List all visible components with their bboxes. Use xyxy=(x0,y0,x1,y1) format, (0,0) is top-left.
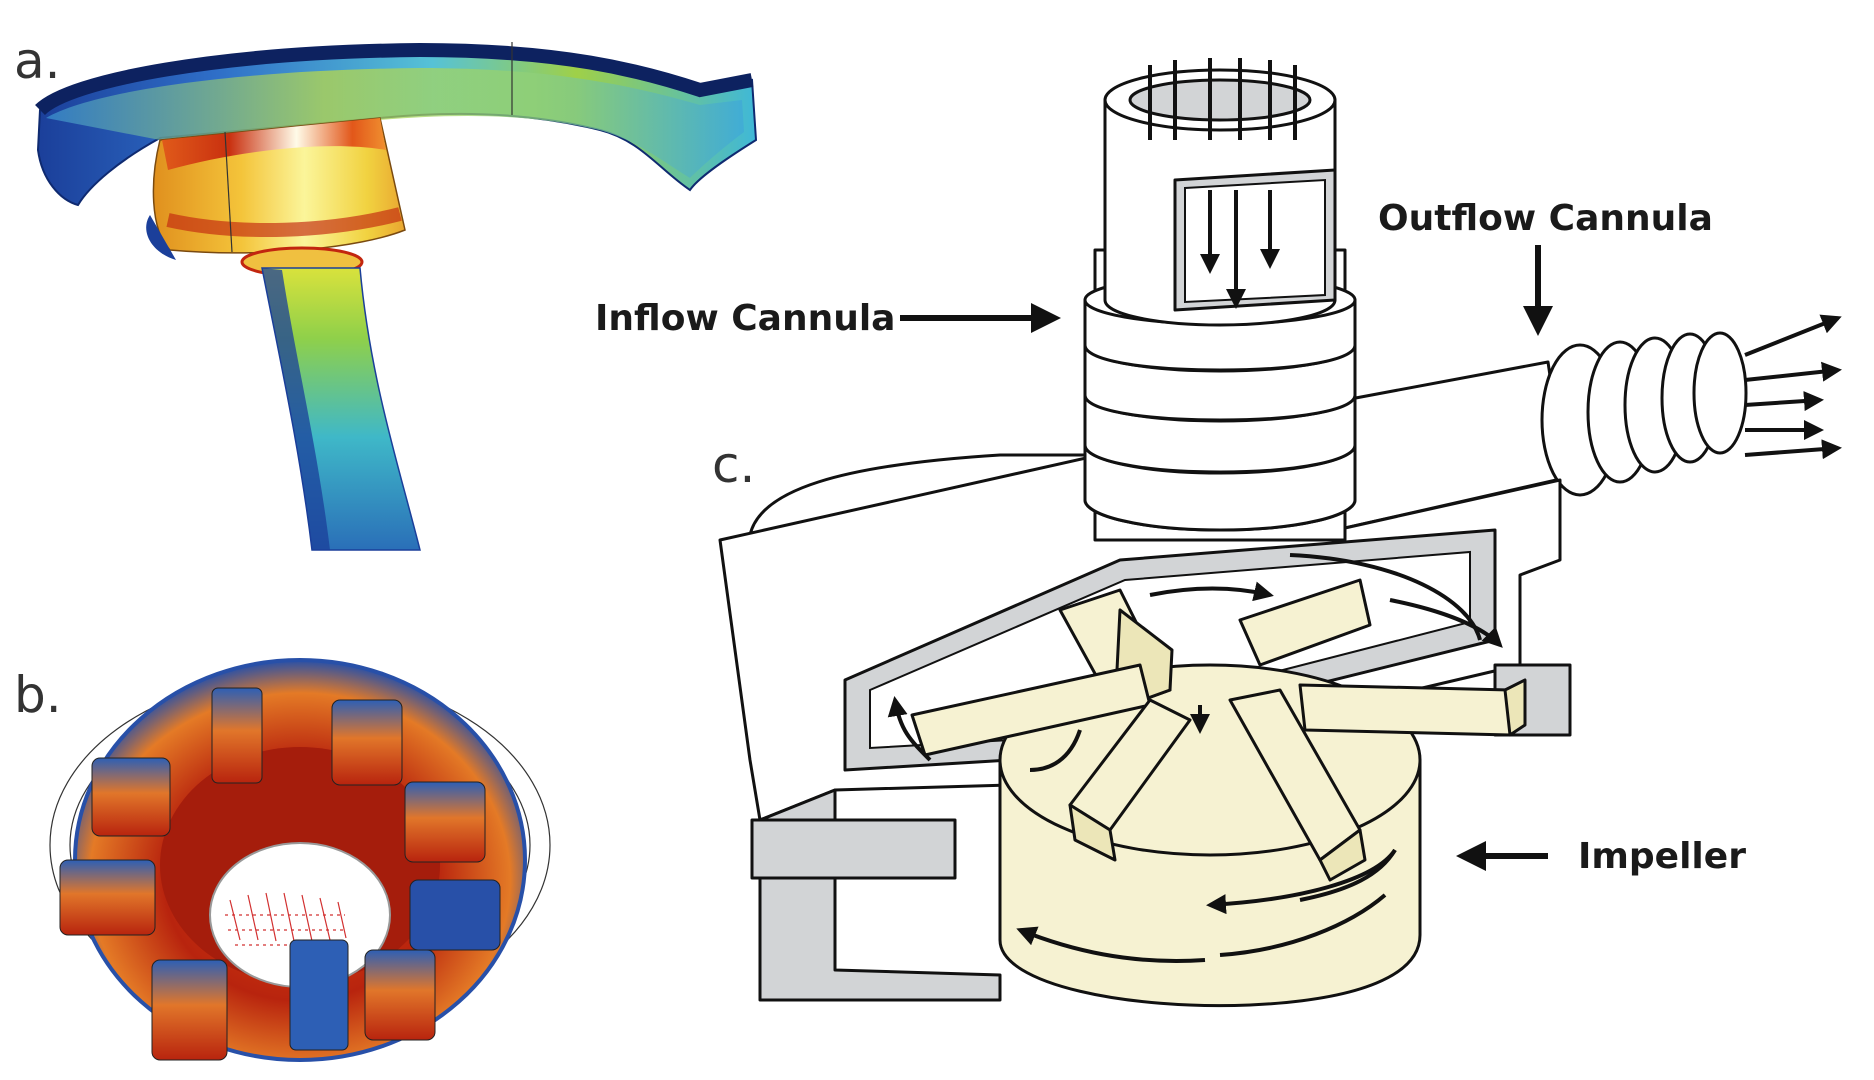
hub-left-shadow xyxy=(146,215,176,260)
outflow-flow-arrows xyxy=(1744,314,1842,460)
internal-flow-arrows xyxy=(887,553,1503,963)
flow-arrow-icon xyxy=(1149,581,1274,602)
stator-teeth xyxy=(59,687,501,1061)
inflow-window-inner xyxy=(1184,178,1326,304)
simulation-stress-plot-a xyxy=(35,42,758,551)
flow-arrow-icon xyxy=(1389,598,1503,648)
shaft-edge xyxy=(262,268,330,550)
flow-arrow-icon xyxy=(1029,729,1082,772)
inflow-opening xyxy=(1128,78,1312,122)
flow-arrow-icon xyxy=(1744,361,1842,382)
simulation-stator-plot-b xyxy=(49,658,551,1062)
ring-inner-face xyxy=(46,68,744,178)
outflow-flange-5 xyxy=(1692,331,1748,455)
pump-diagram xyxy=(718,58,1842,1008)
flow-arrow-icon xyxy=(1206,848,1397,915)
inflow-flow-lines xyxy=(1148,58,1297,309)
panel-letter-a: a. xyxy=(14,32,61,90)
shaft-body xyxy=(261,267,421,551)
flow-arrow-icon xyxy=(1016,926,1206,963)
flow-arrow-icon xyxy=(1744,439,1842,460)
impeller-blades xyxy=(910,578,1527,882)
hub-top-band xyxy=(162,118,386,170)
flow-arrow-icon xyxy=(1289,553,1482,641)
housing-left-flange xyxy=(750,818,957,880)
flow-arrow-icon xyxy=(1744,314,1842,357)
label-impeller: Impeller xyxy=(1578,836,1746,877)
panel-b: b. xyxy=(14,658,551,1062)
panel-a: a. xyxy=(14,32,758,551)
label-inflow-cannula: Inflow Cannula xyxy=(595,298,895,339)
label-outflow-cannula: Outflow Cannula xyxy=(1378,198,1713,239)
hub-lower-band xyxy=(166,207,402,238)
ring-top-rim xyxy=(35,42,754,116)
panel-letter-b: b. xyxy=(14,666,62,724)
panel-c: c. xyxy=(595,58,1842,1008)
flow-arrow-icon xyxy=(1744,391,1824,412)
flow-arrow-icon xyxy=(1219,893,1387,957)
field-lines xyxy=(225,892,347,946)
panel-letter-c: c. xyxy=(712,436,755,494)
flow-arrow-icon xyxy=(887,696,932,762)
hub-seam xyxy=(224,131,233,253)
